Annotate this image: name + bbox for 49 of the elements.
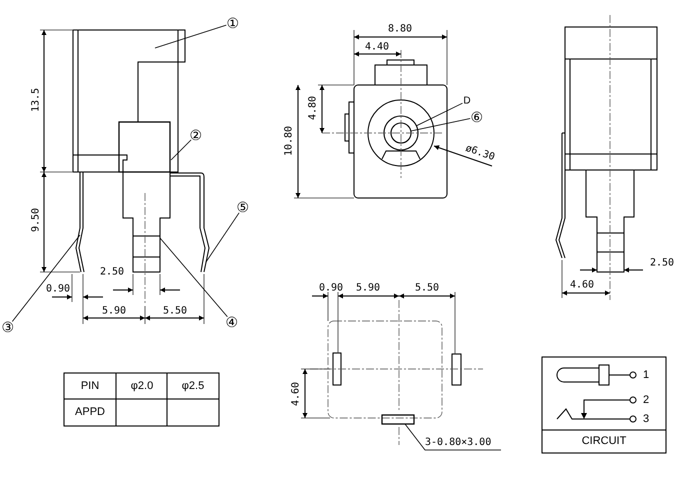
callout-number: ⑤ (236, 199, 250, 215)
leader-line (170, 140, 192, 160)
dimension-label: 4.60 (290, 382, 302, 406)
callout-number: ⑥ (470, 109, 484, 125)
callout-letter: D (463, 96, 471, 106)
dimension-label: 5.50 (414, 282, 440, 294)
leader-line (416, 102, 463, 126)
table-text: APPD (75, 406, 105, 418)
dimension-label: 2.50 (100, 266, 124, 278)
dimension-label: 10.80 (284, 126, 294, 156)
dimension-label: 4.80 (308, 96, 318, 120)
table-text: φ2.5 (182, 380, 204, 392)
housing-outline (72, 30, 186, 172)
leader-line (12, 234, 80, 322)
dimension-label: 13.5 (30, 88, 42, 112)
callout-number: ② (190, 127, 202, 143)
dimension-label: 2.50 (650, 258, 674, 268)
callout-number: ① (226, 15, 240, 31)
terminal-number: 1 (642, 369, 650, 381)
pad-slot (381, 414, 415, 425)
circuit-caption: CIRCUIT (582, 435, 626, 447)
terminal-pin (75, 172, 84, 272)
dimension-label: 0.90 (318, 282, 344, 294)
pin-circle (390, 122, 412, 144)
leader-line (154, 24, 227, 48)
dimension-label: ø6.30 (464, 142, 496, 164)
table-text: PIN (80, 380, 100, 392)
dimension-label: 4.60 (570, 280, 594, 290)
sleeve-circle (383, 115, 419, 151)
dimension-label: 0.90 (46, 284, 70, 294)
dimension-label: 4.40 (364, 42, 390, 52)
leader-line (160, 238, 228, 318)
terminal-number: 2 (642, 394, 650, 406)
table-text: φ2.0 (130, 380, 154, 392)
dimension-label: 9.50 (30, 208, 42, 232)
dimension-label: 5.50 (162, 306, 188, 316)
center-pin (122, 172, 170, 272)
leader-line (404, 424, 502, 450)
pad-size-note: 3-0.80×3.00 (425, 437, 492, 448)
leader-line (410, 118, 471, 132)
leader-line (206, 212, 240, 262)
dimension-label: 8.80 (388, 24, 412, 34)
dimension-label: 5.90 (102, 306, 126, 316)
terminal-pin (170, 172, 210, 272)
callout-number: ④ (226, 314, 238, 330)
dimension-label: 5.90 (356, 282, 380, 294)
terminal-number: 3 (642, 413, 650, 425)
callout-number: ③ (2, 319, 14, 335)
contact-frame (118, 121, 171, 173)
